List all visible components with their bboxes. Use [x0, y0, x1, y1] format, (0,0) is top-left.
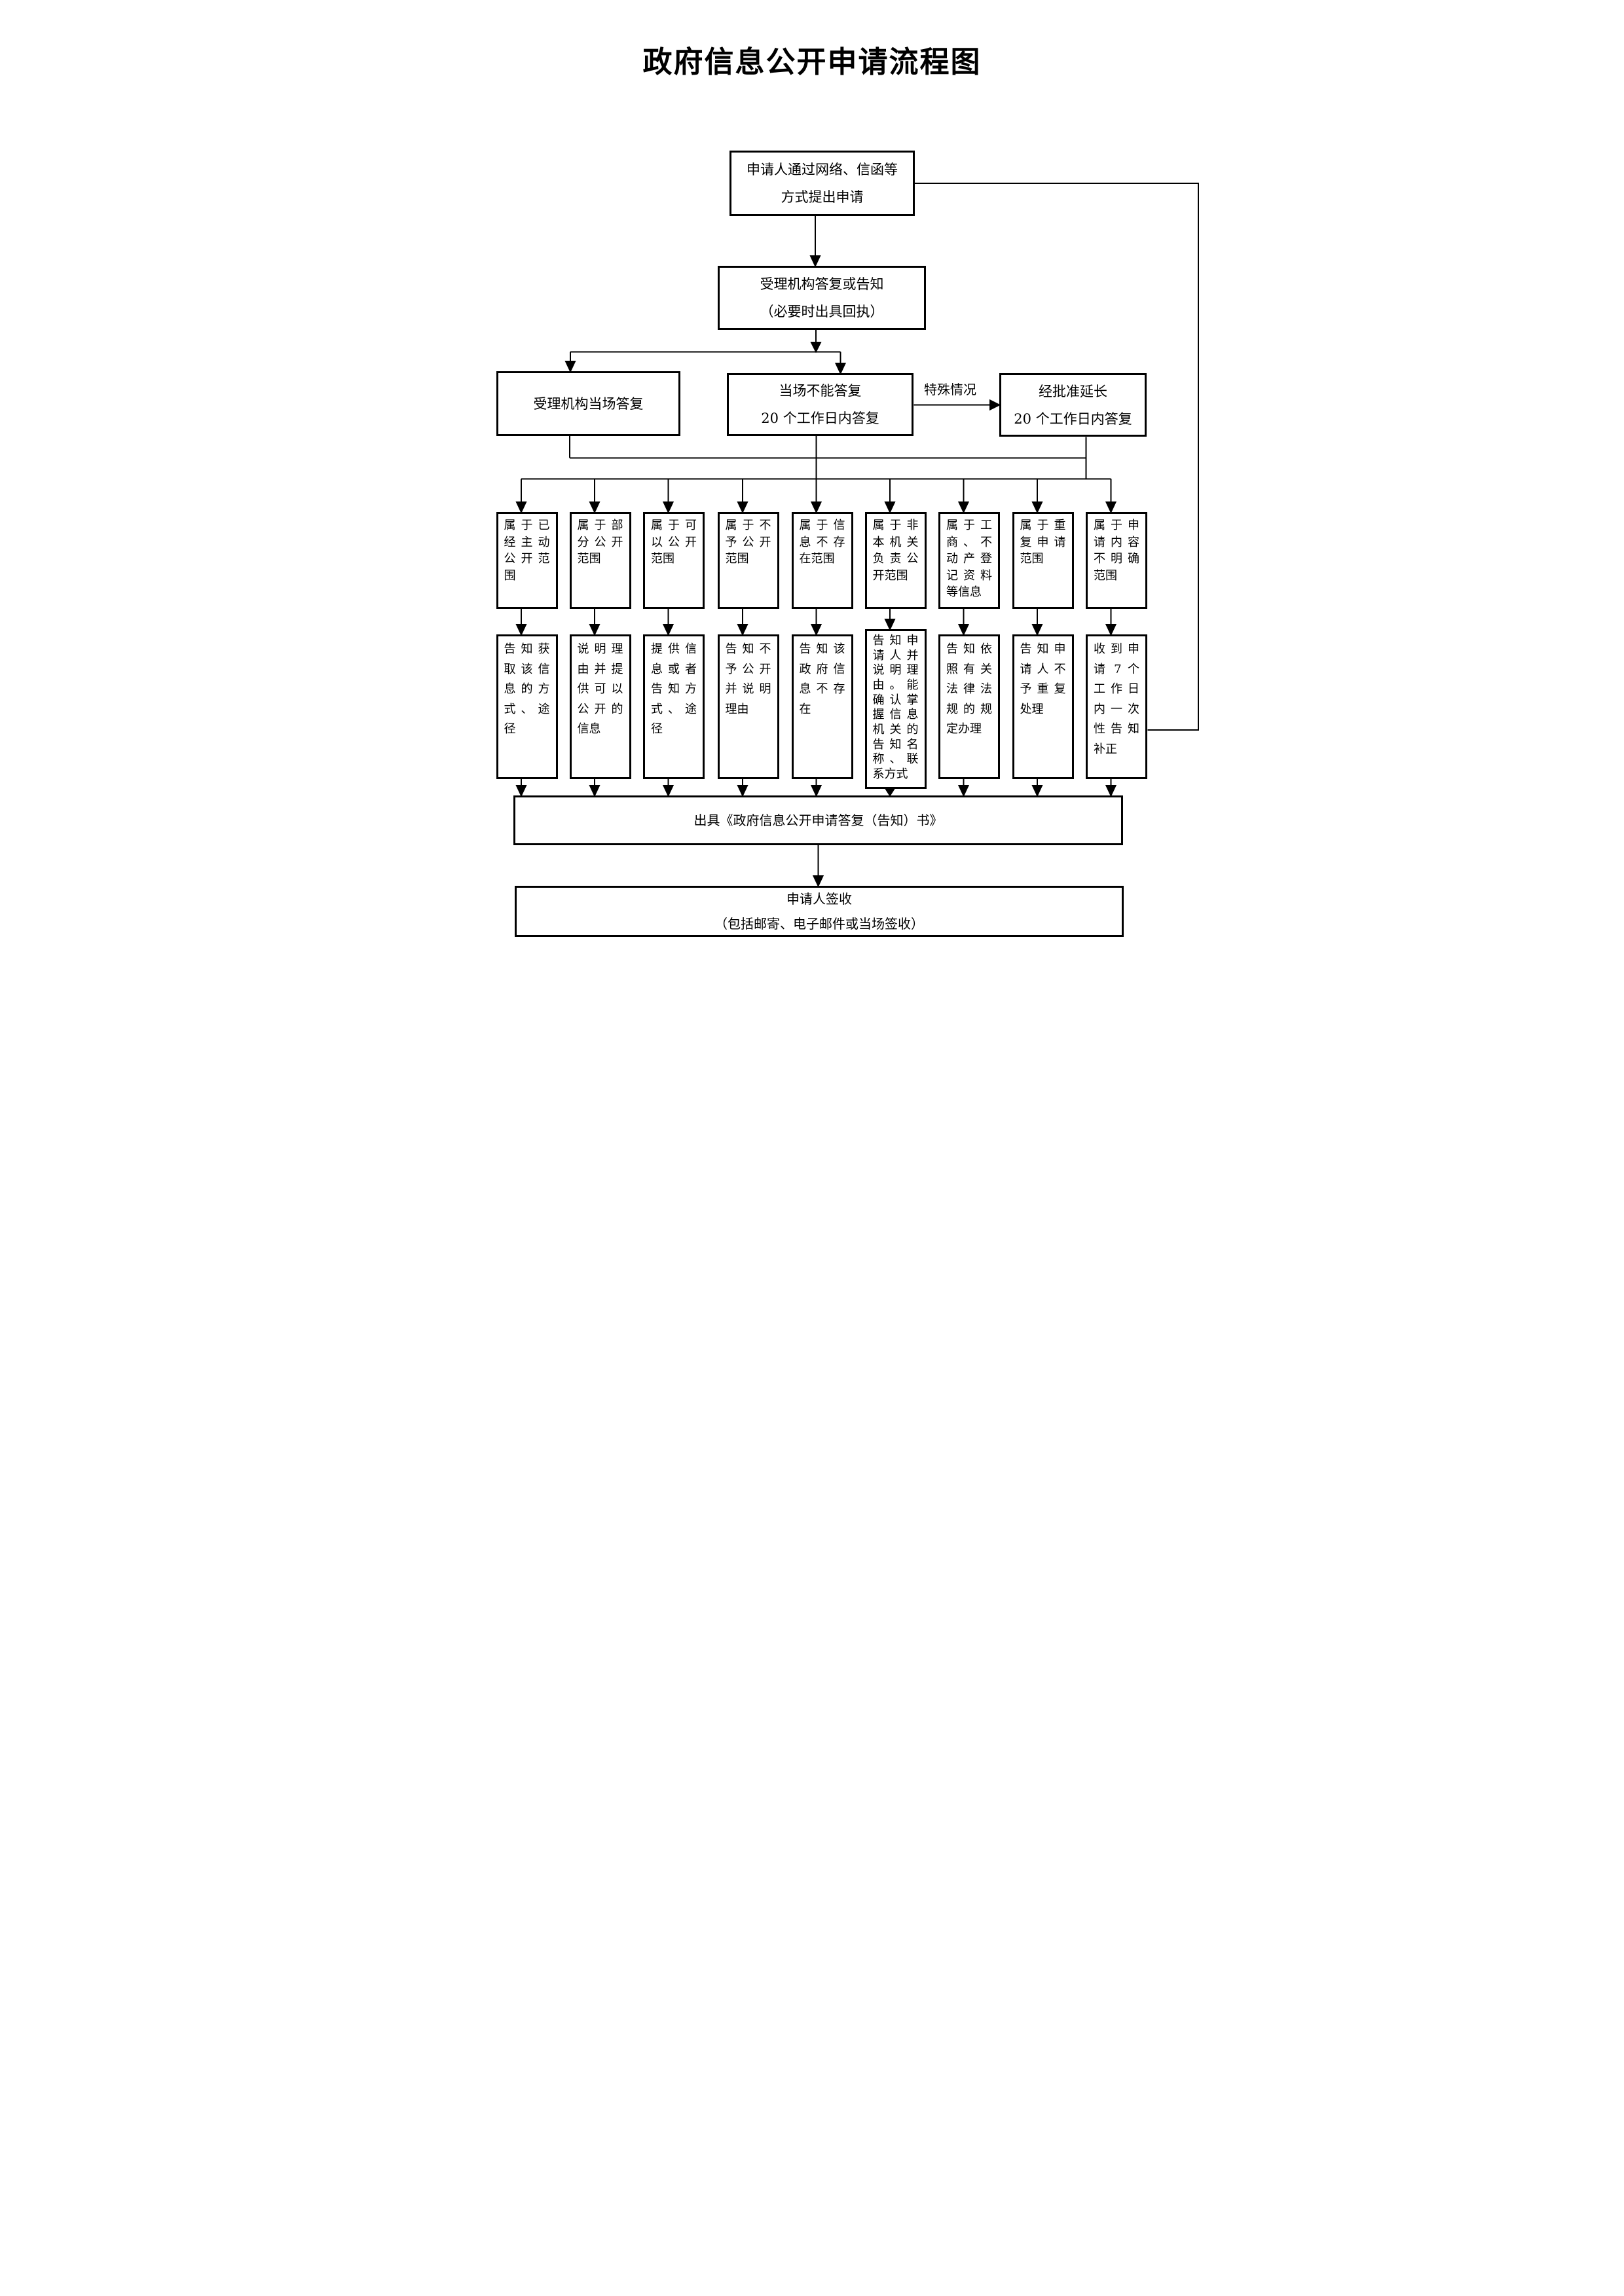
apply-line-2: 方式提出申请 — [781, 189, 864, 205]
action-box-8: 告知申请人不予重复处理 — [1012, 634, 1074, 779]
category-box-3: 属于可以公开范围 — [643, 512, 705, 609]
action-box-2: 说明理由并提供可以公开的信息 — [569, 634, 631, 779]
special-case-label: 特殊情况 — [924, 382, 976, 397]
issue-line-1: 出具《政府信息公开申请答复（告知）书》 — [693, 812, 943, 828]
category-box-7: 属于工商、不动产登记资料等信息 — [938, 512, 1000, 609]
reply-line-1: 受理机构答复或告知 — [760, 276, 884, 292]
flow-box-issue-reply-letter: 出具《政府信息公开申请答复（告知）书》 — [513, 795, 1123, 845]
reply-line-2: （必要时出具回执） — [760, 304, 884, 319]
diagram-title: 政府信息公开申请流程图 — [642, 45, 982, 79]
within20-line-2: 20 个工作日内答复 — [761, 410, 879, 426]
flow-box-onspot-reply: 受理机构当场答复 — [496, 371, 680, 436]
flow-box-within-20-days: 当场不能答复 20 个工作日内答复 — [727, 373, 913, 436]
category-box-5: 属于信息不存在范围 — [791, 512, 853, 609]
category-box-9: 属于申请内容不明确范围 — [1086, 512, 1147, 609]
sign-line-1: 申请人签收 — [786, 891, 852, 907]
action-box-3: 提供信息或者告知方式、途径 — [643, 634, 705, 779]
flow-box-applicant-sign: 申请人签收 （包括邮寄、电子邮件或当场签收） — [515, 886, 1124, 937]
flow-connectors — [515, 183, 1199, 888]
extended-line-1: 经批准延长 — [1039, 383, 1107, 399]
extended-line-2: 20 个工作日内答复 — [1014, 410, 1132, 427]
flow-box-apply: 申请人通过网络、信函等 方式提出申请 — [729, 151, 915, 216]
action-box-4: 告知不予公开并说明理由 — [717, 634, 779, 779]
category-box-2: 属于部分公开范围 — [569, 512, 631, 609]
onspot-line-1: 受理机构当场答复 — [533, 395, 644, 412]
category-box-4: 属于不予公开范围 — [717, 512, 779, 609]
category-box-8: 属于重复申请范围 — [1012, 512, 1074, 609]
action-box-7: 告知依照有关法律法规的规定办理 — [938, 634, 1000, 779]
sign-line-2: （包括邮寄、电子邮件或当场签收） — [714, 916, 924, 932]
connector-layer — [515, 183, 1199, 888]
apply-line-1: 申请人通过网络、信函等 — [747, 162, 898, 177]
action-box-5: 告知该政府信息不存在 — [791, 634, 853, 779]
flow-box-reply: 受理机构答复或告知 （必要时出具回执） — [718, 266, 926, 330]
flow-box-extended-20-days: 经批准延长 20 个工作日内答复 — [999, 373, 1147, 437]
category-box-6: 属于非本机关负责公开范围 — [864, 512, 927, 609]
action-box-6: 告知申请人并说明理由。能确认掌握信息机关的告知名称、联系方式 — [864, 629, 927, 789]
flowchart-canvas: 政府信息公开申请流程图 — [406, 0, 1218, 1148]
category-box-1: 属于已经主动公开范围 — [496, 512, 558, 609]
action-box-9: 收到申请 7 个工作日内一次性告知补正 — [1086, 634, 1147, 779]
action-box-1: 告知获取该信息的方式、途径 — [496, 634, 558, 779]
within20-line-1: 当场不能答复 — [779, 383, 862, 399]
